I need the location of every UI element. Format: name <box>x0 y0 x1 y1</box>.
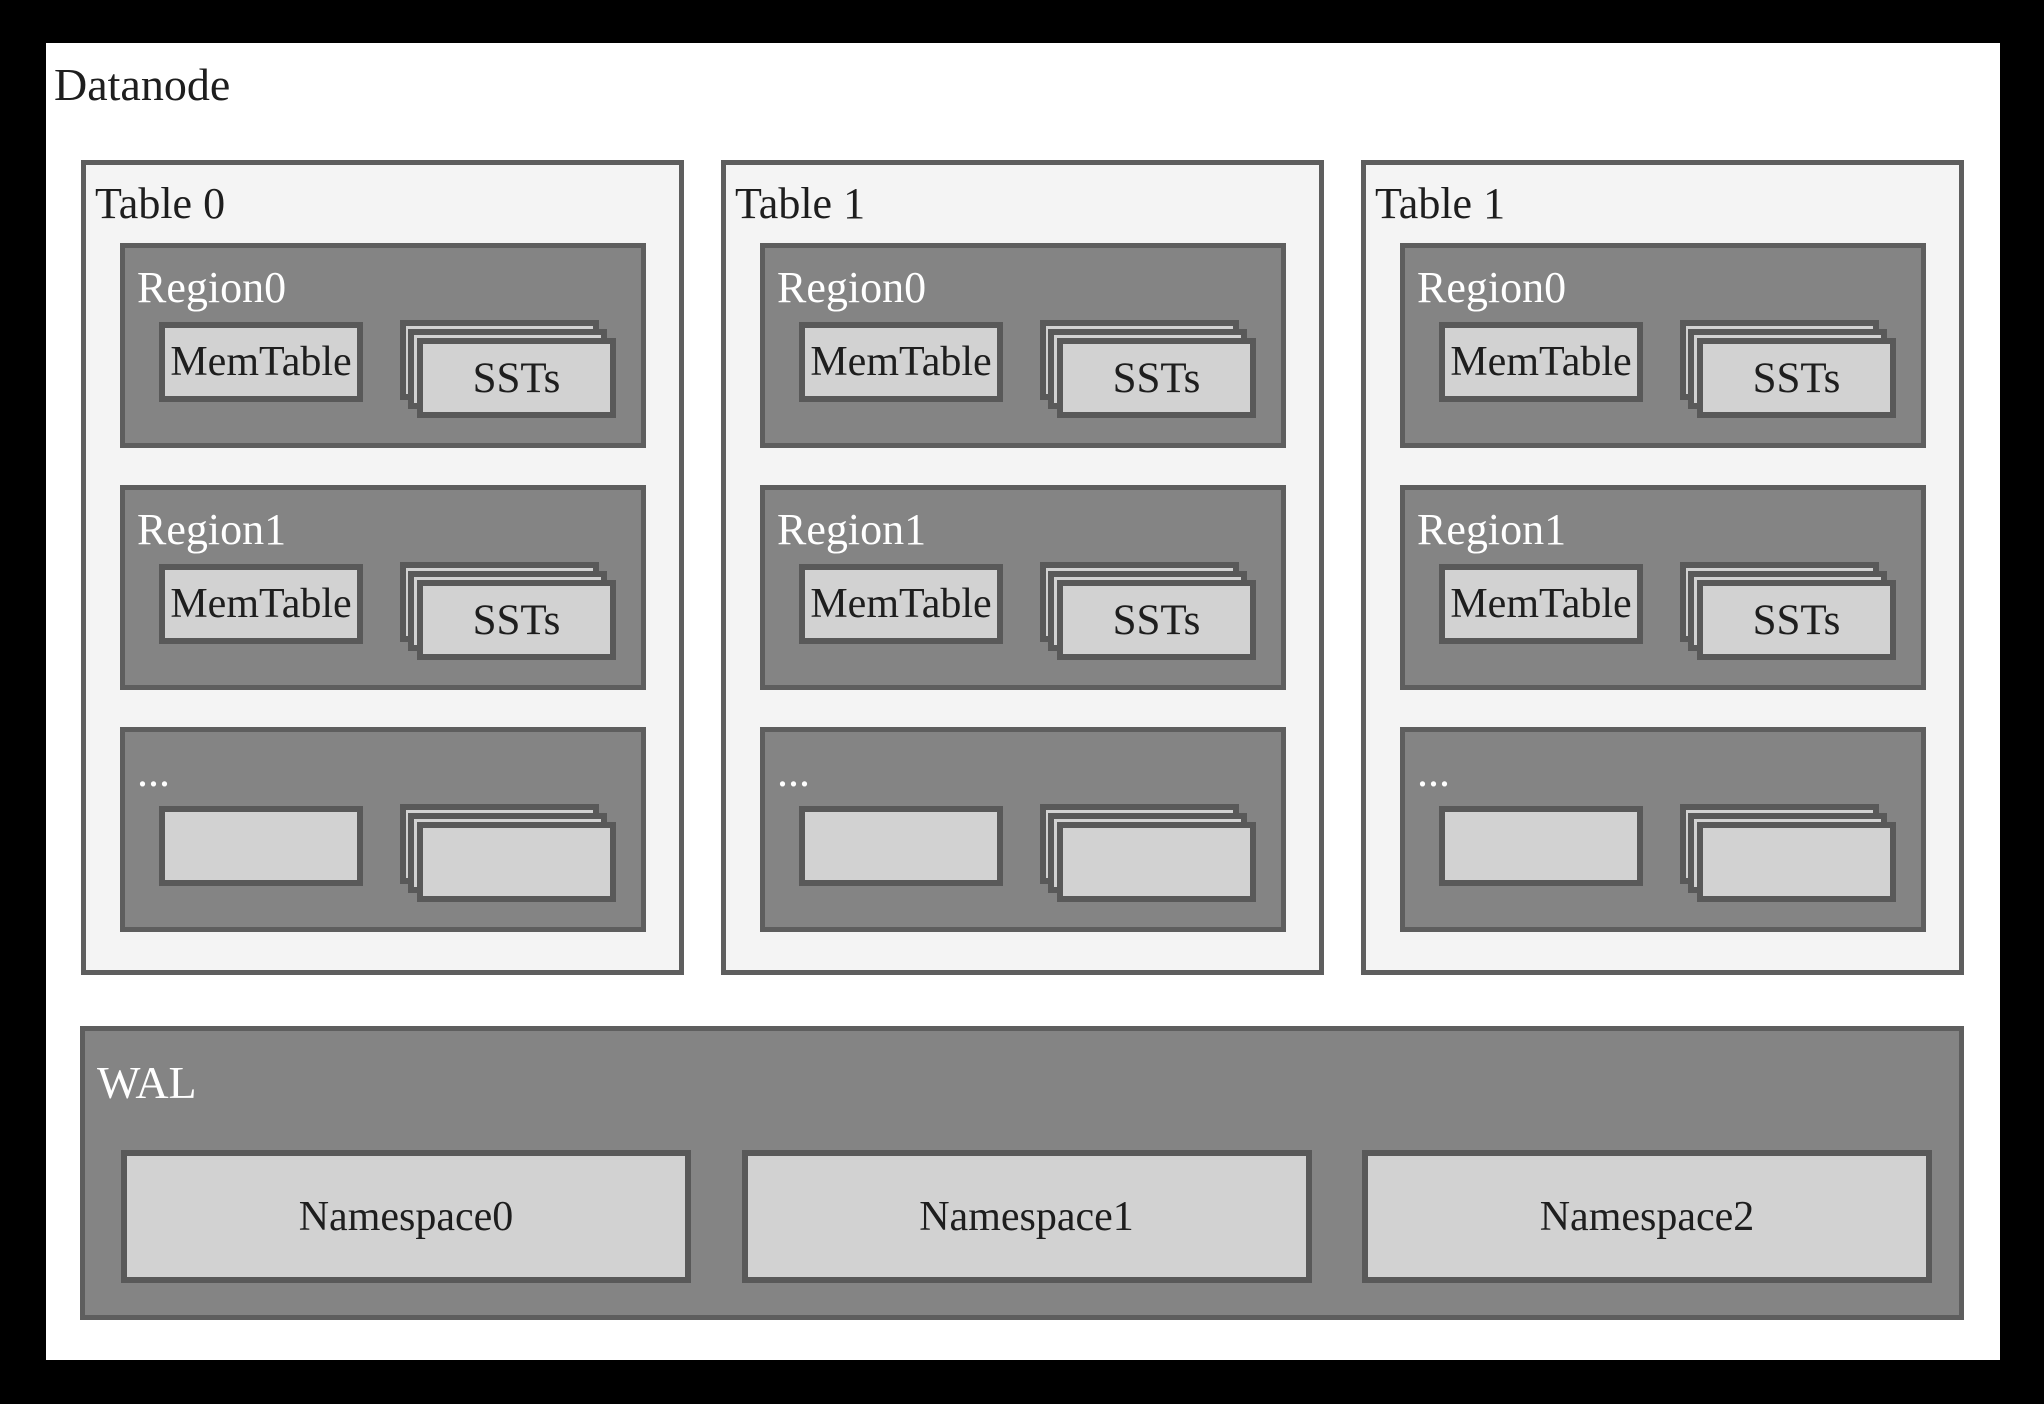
sst-layer-front: SSTs <box>1057 580 1256 660</box>
memtable-label: MemTable <box>1450 339 1632 385</box>
table-label: Table 1 <box>1375 179 1506 228</box>
ssts-label: SSTs <box>472 596 561 644</box>
region-block-more: ... <box>760 727 1286 932</box>
table-box-0: Table 0 Region0 MemTable SSTs Region1 Me… <box>81 160 684 975</box>
sst-layer-front: SSTs <box>1697 338 1896 418</box>
namespace-box-0: Namespace0 <box>121 1150 691 1283</box>
ssts-label: SSTs <box>1752 596 1841 644</box>
region-block-more: ... <box>120 727 646 932</box>
namespace-row: Namespace0 Namespace1 Namespace2 <box>121 1150 1932 1283</box>
ssts-label: SSTs <box>1752 354 1841 402</box>
memtable-box-empty <box>799 806 1003 886</box>
memtable-label: MemTable <box>170 339 352 385</box>
ssts-stack: SSTs <box>1040 562 1256 660</box>
region-block: Region0 MemTable SSTs <box>120 243 646 448</box>
region-label: Region1 <box>1417 505 1567 554</box>
datanode-title: Datanode <box>54 59 231 110</box>
memtable-label: MemTable <box>810 339 992 385</box>
sst-layer-front: SSTs <box>417 580 616 660</box>
ssts-label: SSTs <box>1112 596 1201 644</box>
ssts-label: SSTs <box>472 354 561 402</box>
ssts-label: SSTs <box>1112 354 1201 402</box>
regions-list: Region0 MemTable SSTs Region1 MemTable S… <box>760 243 1286 932</box>
table-label: Table 0 <box>95 179 226 228</box>
wal-label: WAL <box>97 1057 197 1108</box>
sst-layer-front <box>1697 822 1896 902</box>
region-block: Region1 MemTable SSTs <box>760 485 1286 690</box>
region-block: Region0 MemTable SSTs <box>1400 243 1926 448</box>
regions-list: Region0 MemTable SSTs Region1 MemTable S… <box>120 243 646 932</box>
region-label: Region0 <box>777 263 927 312</box>
region-label: Region0 <box>1417 263 1567 312</box>
region-block: Region0 MemTable SSTs <box>760 243 1286 448</box>
namespace-label: Namespace0 <box>298 1193 514 1240</box>
memtable-box: MemTable <box>799 322 1003 402</box>
sst-layer-front: SSTs <box>1697 580 1896 660</box>
namespace-box-1: Namespace1 <box>741 1150 1312 1283</box>
region-label-ellipsis: ... <box>137 747 170 796</box>
region-label: Region1 <box>137 505 287 554</box>
memtable-box-empty <box>1439 806 1643 886</box>
sst-layer-front: SSTs <box>417 338 616 418</box>
region-label-ellipsis: ... <box>777 747 810 796</box>
memtable-label: MemTable <box>170 581 352 627</box>
memtable-box-empty <box>159 806 363 886</box>
table-box-2: Table 1 Region0 MemTable SSTs Region1 Me… <box>1361 160 1964 975</box>
region-label: Region0 <box>137 263 287 312</box>
memtable-label: MemTable <box>810 581 992 627</box>
ssts-stack-empty <box>1040 804 1256 902</box>
memtable-box: MemTable <box>1439 564 1643 644</box>
region-block: Region1 MemTable SSTs <box>120 485 646 690</box>
region-block: Region1 MemTable SSTs <box>1400 485 1926 690</box>
region-label-ellipsis: ... <box>1417 747 1450 796</box>
regions-list: Region0 MemTable SSTs Region1 MemTable S… <box>1400 243 1926 932</box>
ssts-stack: SSTs <box>400 320 616 418</box>
namespace-label: Namespace2 <box>1539 1193 1755 1240</box>
ssts-stack: SSTs <box>400 562 616 660</box>
region-label: Region1 <box>777 505 927 554</box>
datanode-panel: Datanode Table 0 Region0 MemTable SSTs R… <box>46 43 2000 1360</box>
table-label: Table 1 <box>735 179 866 228</box>
ssts-stack: SSTs <box>1040 320 1256 418</box>
ssts-stack-empty <box>1680 804 1896 902</box>
ssts-stack-empty <box>400 804 616 902</box>
table-box-1: Table 1 Region0 MemTable SSTs Region1 Me… <box>721 160 1324 975</box>
memtable-box: MemTable <box>1439 322 1643 402</box>
memtable-label: MemTable <box>1450 581 1632 627</box>
tables-row: Table 0 Region0 MemTable SSTs Region1 Me… <box>81 160 1964 975</box>
sst-layer-front: SSTs <box>1057 338 1256 418</box>
wal-box: WAL Namespace0 Namespace1 Namespace2 <box>80 1026 1964 1320</box>
sst-layer-front <box>417 822 616 902</box>
ssts-stack: SSTs <box>1680 562 1896 660</box>
namespace-label: Namespace1 <box>919 1193 1134 1240</box>
memtable-box: MemTable <box>159 564 363 644</box>
ssts-stack: SSTs <box>1680 320 1896 418</box>
memtable-box: MemTable <box>159 322 363 402</box>
sst-layer-front <box>1057 822 1256 902</box>
namespace-box-2: Namespace2 <box>1362 1150 1932 1283</box>
memtable-box: MemTable <box>799 564 1003 644</box>
region-block-more: ... <box>1400 727 1926 932</box>
